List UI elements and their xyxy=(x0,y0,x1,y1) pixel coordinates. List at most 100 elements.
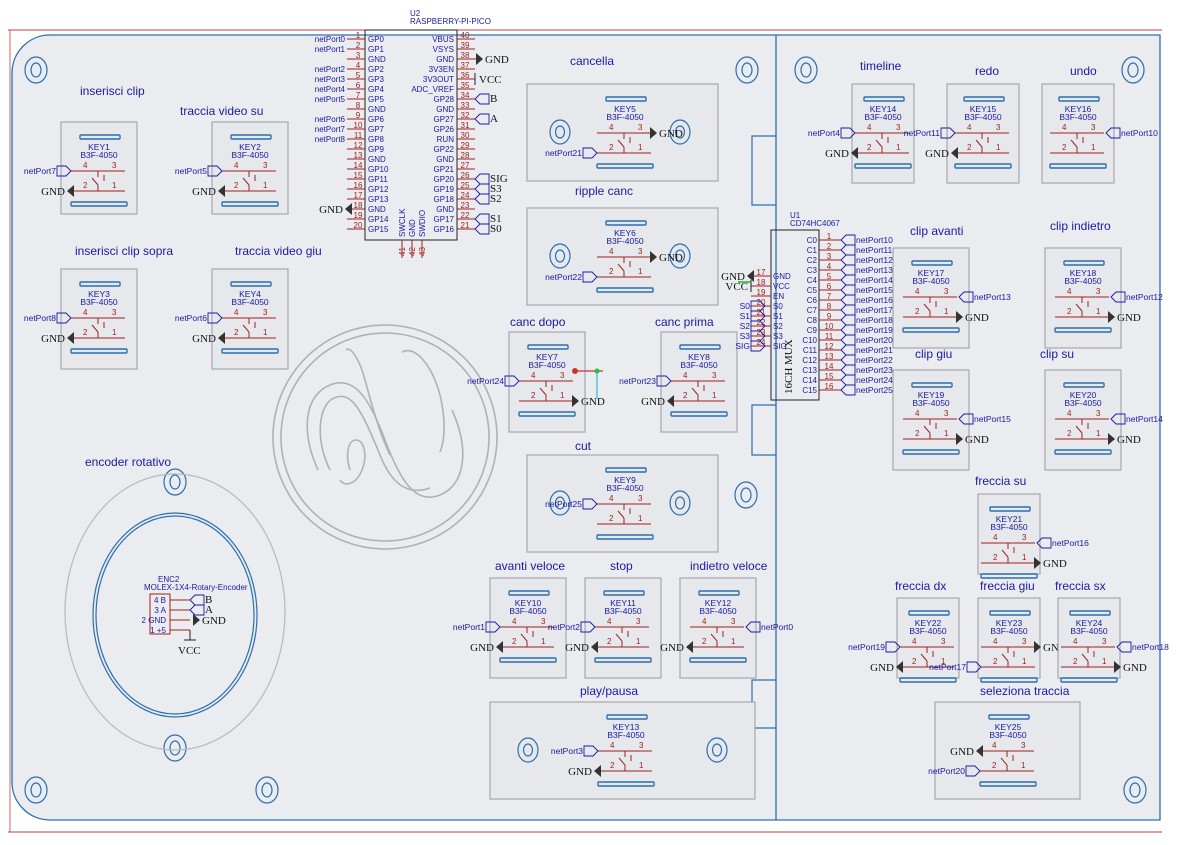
net-label: SIG xyxy=(735,341,750,351)
key-ref: KEY11 xyxy=(610,598,636,608)
mux-pin-num: 10 xyxy=(825,322,834,331)
pin-number: 2 xyxy=(610,761,615,770)
ground-label: GND xyxy=(1117,434,1141,446)
ground-label: GND xyxy=(965,312,989,324)
pin-number: 2 xyxy=(1062,143,1067,152)
ground-symbol: GND xyxy=(870,661,903,674)
key-ref: KEY17 xyxy=(918,268,945,278)
net-label: netPort5 xyxy=(175,166,207,176)
mux-net-tag: netPort21 xyxy=(840,344,893,356)
pin-number: 3 xyxy=(560,371,565,380)
encoder-symbol: encoder rotativoENC2MOLEX-1X4-Rotary-Enc… xyxy=(85,455,248,657)
pin-number: 1 xyxy=(1022,657,1027,666)
pico-pin-name: GP10 xyxy=(368,165,389,174)
net-label: S0 xyxy=(490,223,502,235)
pin-number: 1 xyxy=(638,143,643,152)
mux-pin-name: C6 xyxy=(807,296,818,305)
key-ref: KEY19 xyxy=(918,390,945,400)
mux-body-label: 16CH MUX xyxy=(783,339,795,394)
key-footprint xyxy=(211,121,289,215)
pin-number: 3 xyxy=(1091,123,1096,132)
pin-number: 3 xyxy=(1096,287,1101,296)
pico-pin-name: GND xyxy=(436,105,454,114)
pin-number: 4 xyxy=(1073,637,1078,646)
key-hole xyxy=(669,119,691,145)
mux-net-tag: S1 xyxy=(740,310,766,322)
pin-number: 2 xyxy=(912,657,917,666)
mux-net-tag: netPort24 xyxy=(840,374,893,386)
pin-number: 4 xyxy=(609,494,614,503)
mux-net-tag: netPort22 xyxy=(840,354,893,366)
pico-pin-num: 12 xyxy=(354,141,363,150)
key-hole xyxy=(674,249,686,263)
ground-symbol: GND xyxy=(192,332,225,345)
pico-pin-name: GND xyxy=(368,155,386,164)
encoder-ref: ENC2 xyxy=(158,575,180,584)
key-part: B3F-4050 xyxy=(990,522,1028,532)
ground-symbol: GND xyxy=(956,311,989,324)
key-net-tag: netPort10 xyxy=(1105,127,1158,139)
ground-symbol: GND xyxy=(950,745,983,758)
key-title: traccia video giu xyxy=(235,244,322,258)
pico-pin-name: GP11 xyxy=(368,175,388,184)
pin-number: 4 xyxy=(915,287,920,296)
logo xyxy=(272,324,498,550)
pin-number: 4 xyxy=(512,617,517,626)
pico-ref: U2 xyxy=(410,9,421,18)
key-net-tag: netPort22 xyxy=(545,271,598,283)
mux-pin-name: S3 xyxy=(773,332,783,341)
ground-symbol: GND xyxy=(721,270,754,283)
mux-pin-name: VCC xyxy=(773,282,790,291)
pin-number: 4 xyxy=(683,371,688,380)
pin-number: 2 xyxy=(915,429,920,438)
mux-pin-name: C4 xyxy=(807,276,818,285)
pin-number: 2 xyxy=(234,181,239,190)
ground-symbol: GND xyxy=(825,147,858,160)
net-label: netPort8 xyxy=(24,313,56,323)
key-net-tag: netPort1 xyxy=(453,621,501,633)
key-net-tag: netPort17 xyxy=(929,661,982,673)
pin-number: 3 xyxy=(896,123,901,132)
pin-number: 1 xyxy=(636,637,641,646)
key-ref: KEY18 xyxy=(1070,268,1097,278)
key-title: cancella xyxy=(570,54,614,68)
mounting-hole xyxy=(1121,56,1145,84)
ground-symbol: GND xyxy=(41,185,74,198)
pin-number: 1 xyxy=(944,307,949,316)
net-label: netPort12 xyxy=(1126,292,1163,302)
key-part: B3F-4050 xyxy=(231,297,269,307)
pico-net-label: netPort1 xyxy=(315,45,346,54)
mux-pin-name: S0 xyxy=(773,302,783,311)
pico-pin-num: 39 xyxy=(461,41,470,50)
key-net-tag: netPort25 xyxy=(545,498,598,510)
mux-pin-name: C11 xyxy=(803,346,818,355)
pin-number: 4 xyxy=(1067,409,1072,418)
pico-pin-name: VSYS xyxy=(433,45,454,54)
pin-number: 3 xyxy=(1022,637,1027,646)
pin-number: 2 xyxy=(609,143,614,152)
pico-pin-num: 10 xyxy=(354,121,363,130)
net-label: S1 xyxy=(490,213,502,225)
key-part: B3F-4050 xyxy=(912,398,950,408)
encoder-pin: 2 GND xyxy=(142,616,167,625)
mux-pin-name: C0 xyxy=(807,236,818,245)
key-footprint xyxy=(60,121,138,215)
mux-pin-num: 3 xyxy=(827,252,832,261)
pin-number: 4 xyxy=(83,161,88,170)
net-label: netPort18 xyxy=(1132,642,1169,652)
mounting-holes xyxy=(24,56,1147,804)
key-title: freccia giu xyxy=(980,579,1035,593)
pin-number: 4 xyxy=(531,371,536,380)
pico-pin-name: GP13 xyxy=(368,195,389,204)
mux-pin-name: EN xyxy=(773,292,784,301)
key-ref: KEY21 xyxy=(996,514,1023,524)
net-label: S3 xyxy=(490,183,502,195)
pico-pin-name: GP12 xyxy=(368,185,389,194)
ground-label: GND xyxy=(965,434,989,446)
pin-number: 1 xyxy=(1022,553,1027,562)
